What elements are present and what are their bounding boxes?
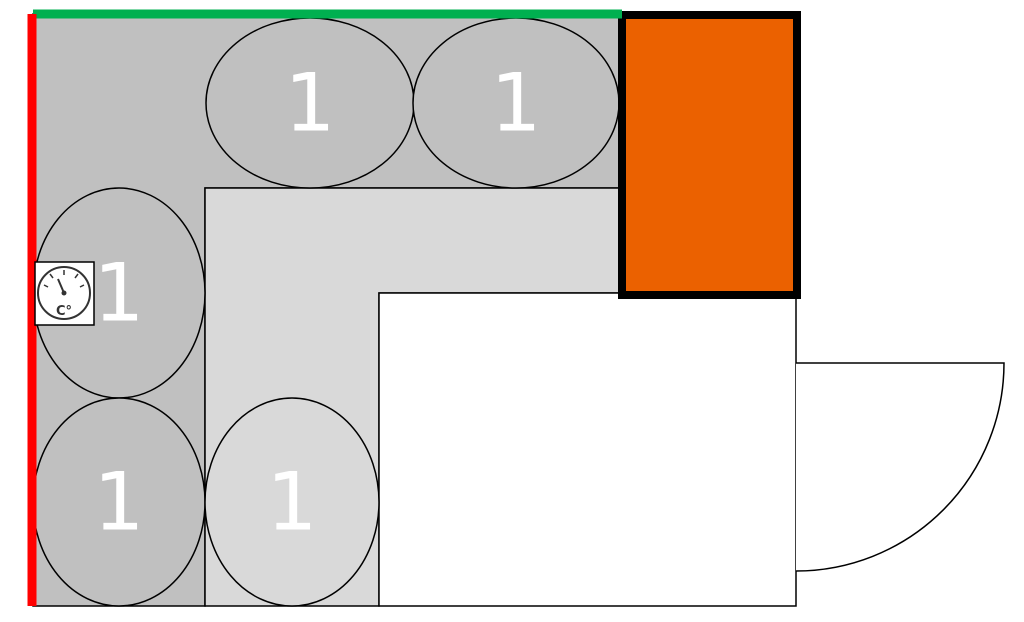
seat: 1: [205, 17, 415, 189]
seat-label: 1: [94, 456, 145, 549]
seat-label: 1: [491, 57, 542, 150]
seat-label: 1: [285, 57, 336, 150]
seat-ellipse: [204, 397, 380, 607]
seat: 1: [32, 397, 206, 607]
seat-label: 1: [267, 456, 318, 549]
floor-area: [378, 292, 797, 607]
seat: 1: [412, 17, 620, 189]
thermometer-gauge-icon: C°: [34, 261, 95, 326]
seat: 1: [204, 397, 380, 607]
thermometer-unit: C°: [56, 304, 72, 319]
seat-label: 1: [94, 247, 145, 340]
seat: 1: [32, 187, 206, 399]
heater-stove-icon: [618, 11, 801, 299]
door-swing-icon: [795, 362, 1005, 572]
